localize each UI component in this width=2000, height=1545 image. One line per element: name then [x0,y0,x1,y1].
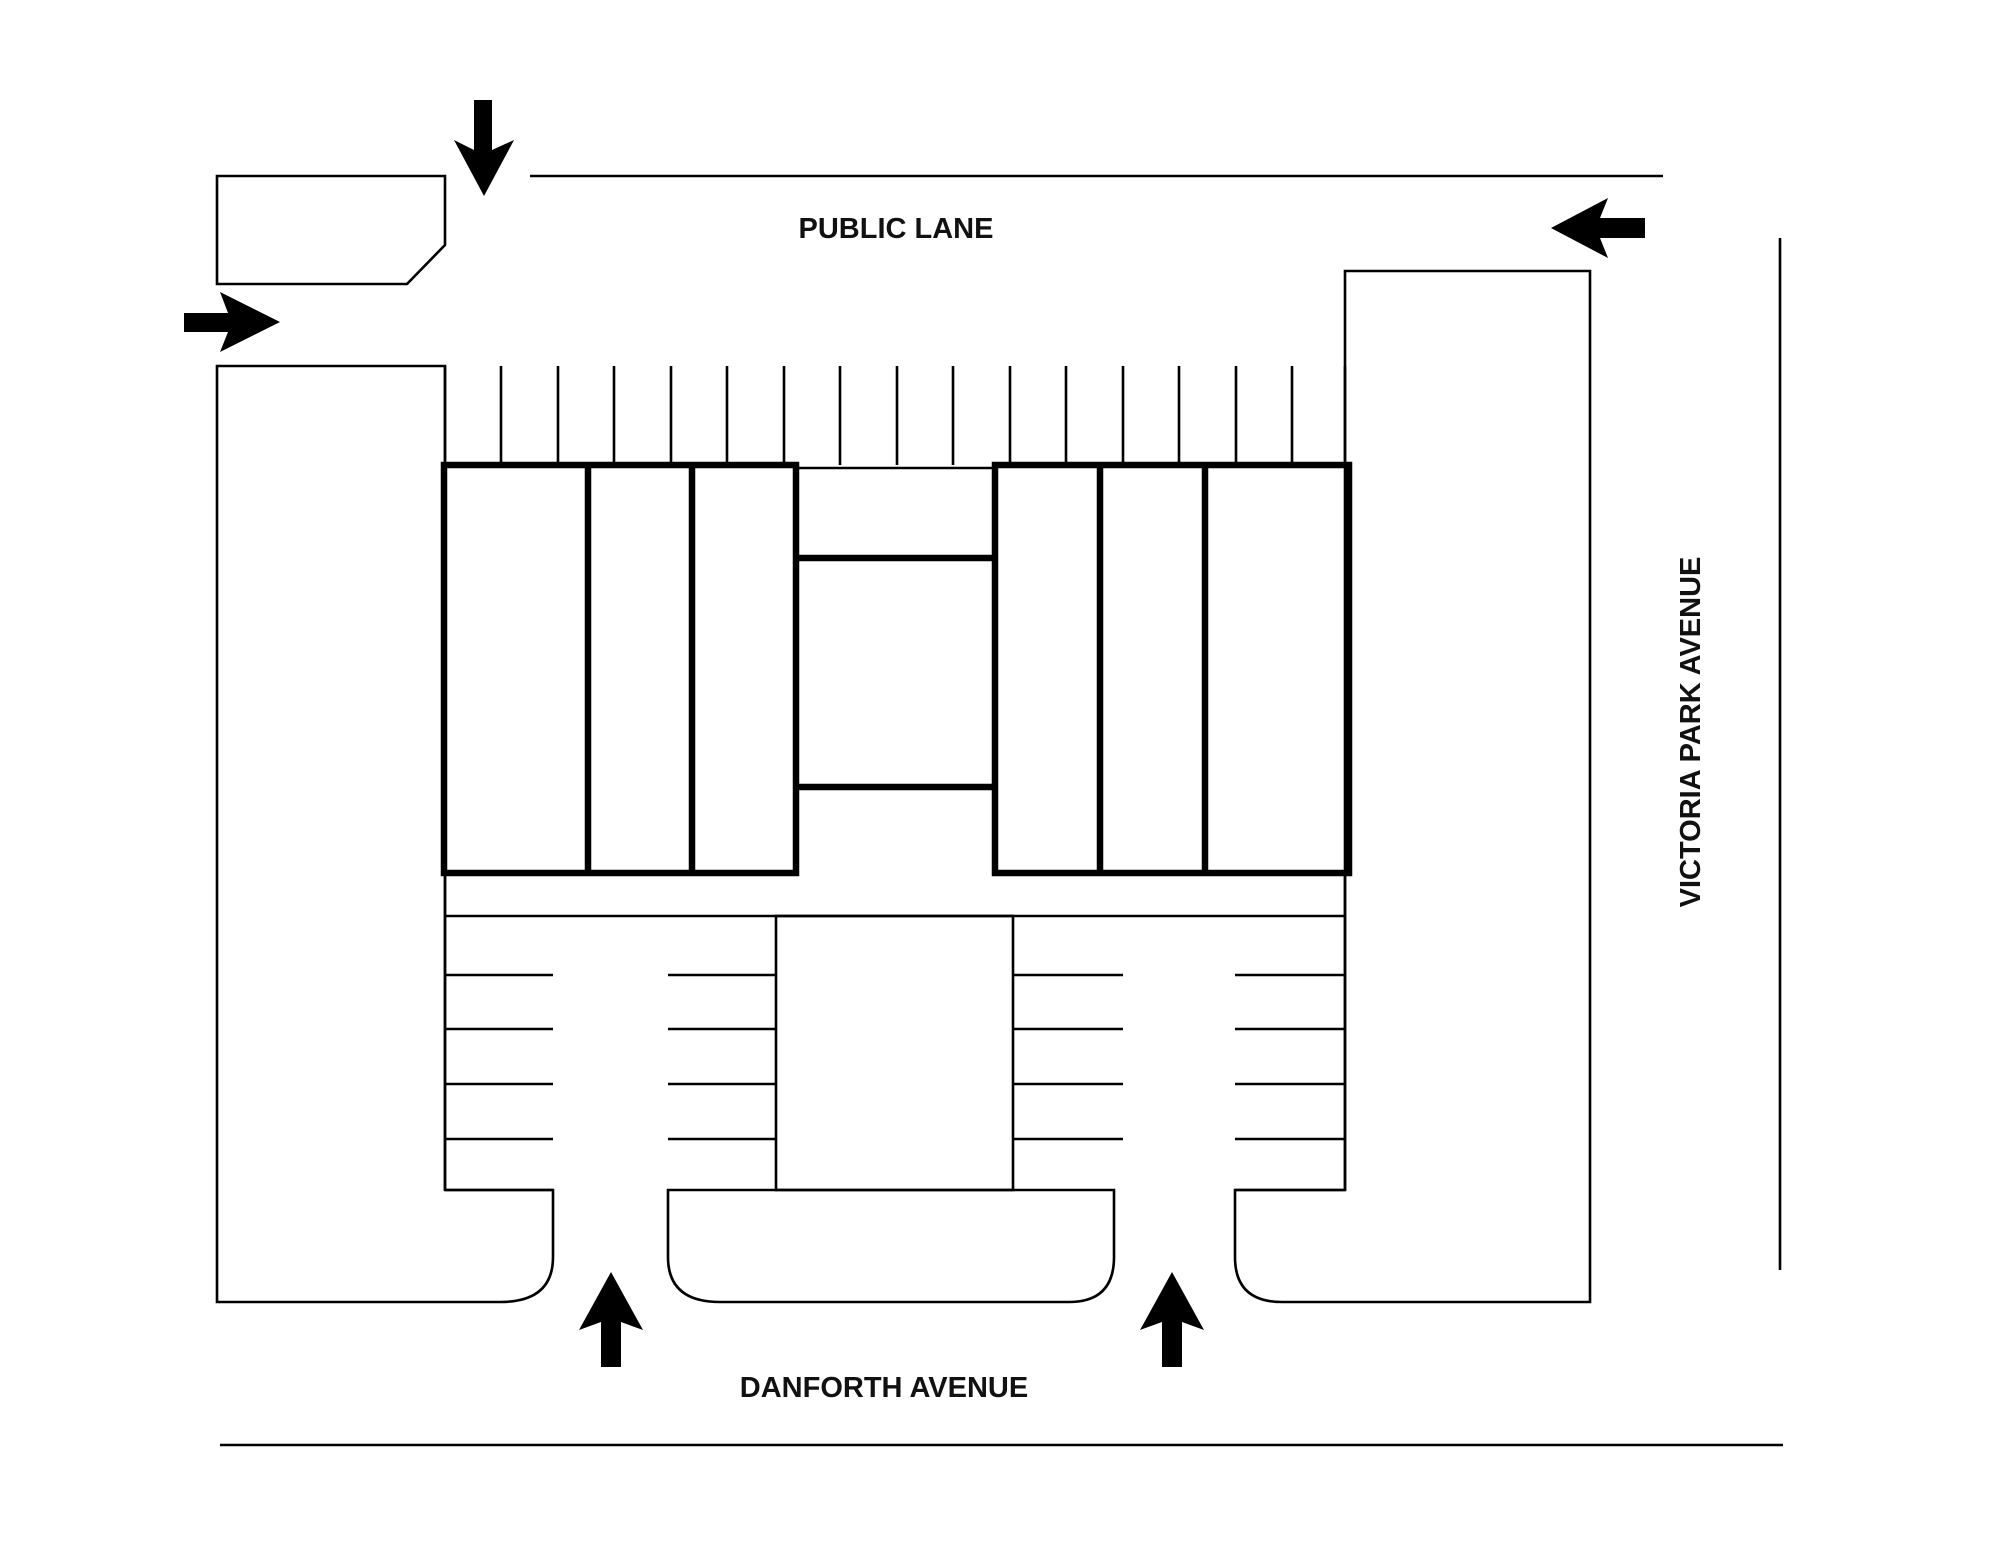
central-parking-island [774,914,1015,1192]
public-lane-label: PUBLIC LANE [799,213,994,245]
east-lot-outline [1233,269,1592,1304]
south-parking-stalls [443,873,1347,1192]
south-island-outline [666,1188,1116,1304]
east-building-block [991,461,1353,877]
victoria-park-avenue-label: VICTORIA PARK AVENUE [1675,557,1707,908]
public-lane-entry-arrow [454,100,514,196]
west-building-block [440,461,800,877]
danforth-west-entry-arrow [579,1272,643,1367]
northwest-lot-outline [215,174,447,286]
west-entry-arrow [184,292,280,352]
danforth-avenue-label: DANFORTH AVENUE [740,1372,1028,1404]
west-lot-outline [215,364,555,1304]
danforth-east-entry-arrow [1140,1272,1204,1367]
east-lane-entry-arrow [1551,198,1645,258]
north-parking-stalls [443,366,1347,465]
